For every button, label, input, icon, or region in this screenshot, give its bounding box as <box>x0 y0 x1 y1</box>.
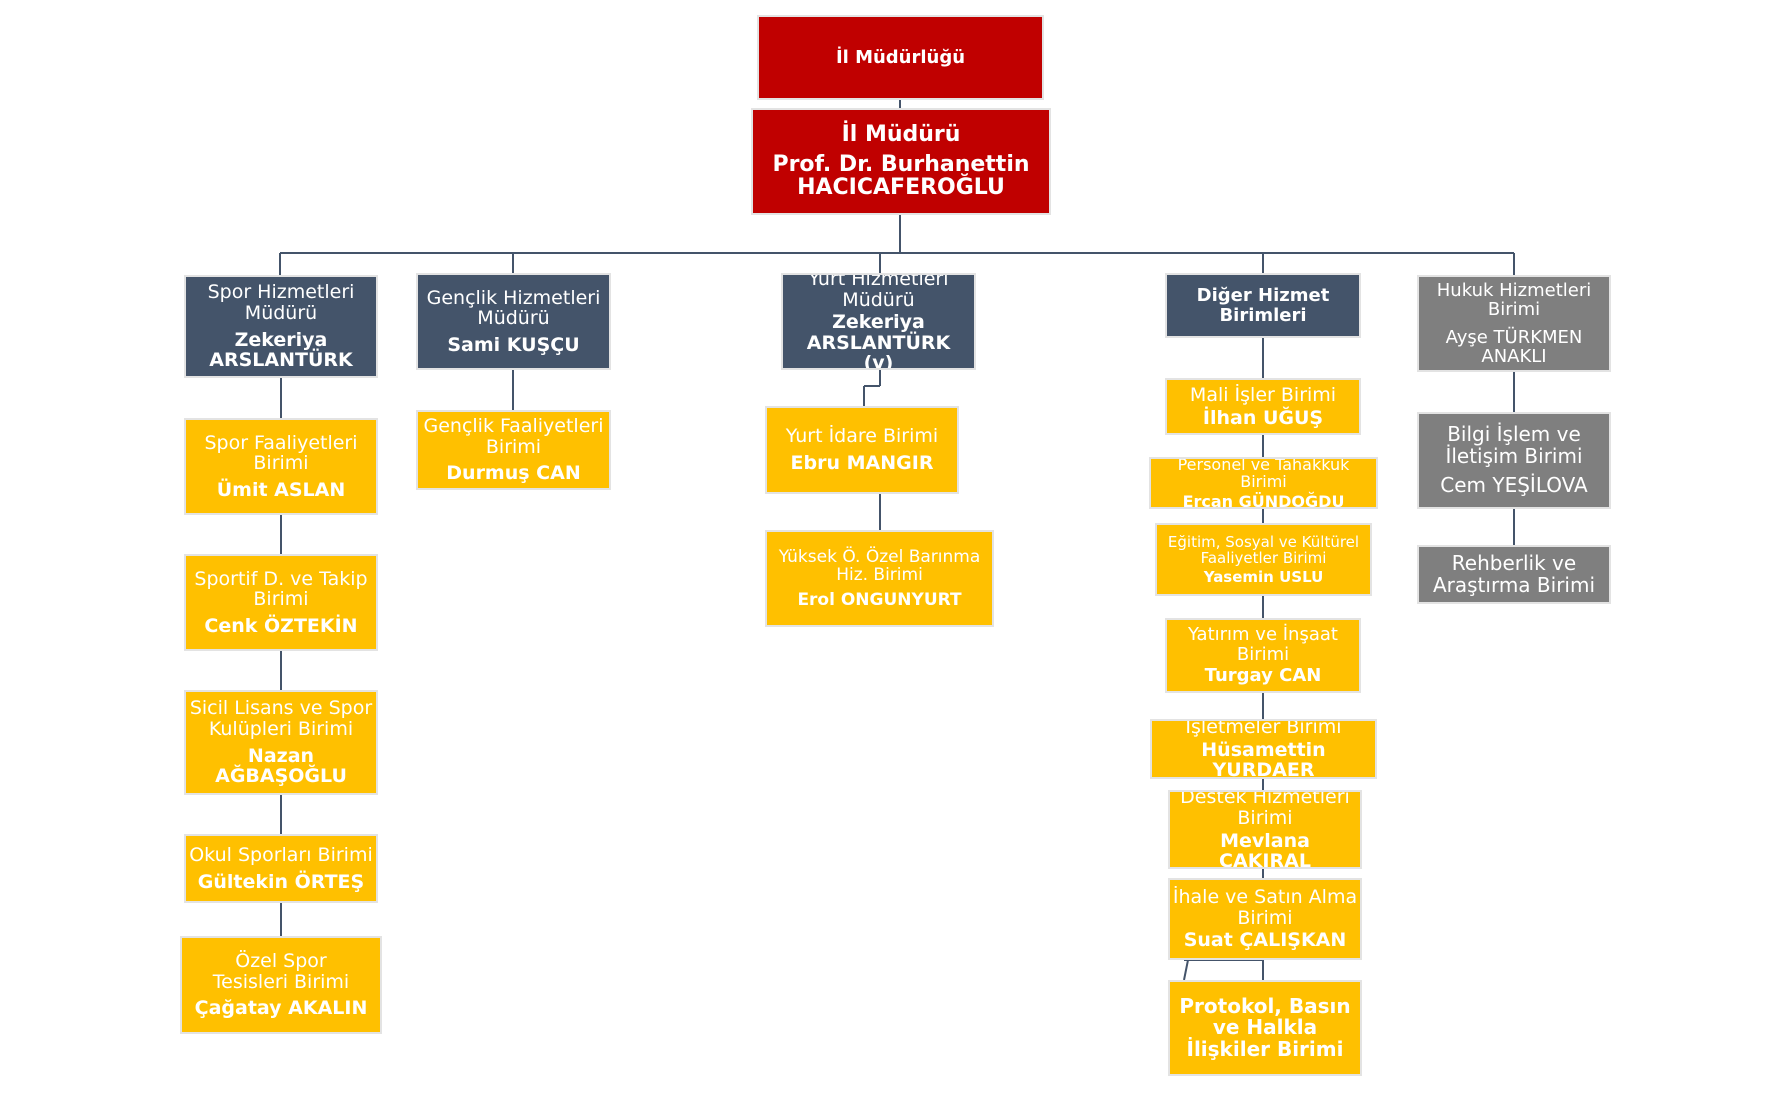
hukuk-head-title: Hukuk Hizmetleri Birimi <box>1436 279 1592 321</box>
top-office-box: İl Müdürlüğü <box>757 15 1044 100</box>
unit-name: Gültekin ÖRTEŞ <box>197 870 365 893</box>
director-box: İl Müdürü Prof. Dr. Burhanettin HACICAFE… <box>751 108 1051 215</box>
unit-name: Çağatay AKALIN <box>194 997 368 1020</box>
genclik-head-title: Gençlik Hizmetleri Müdürü <box>426 286 601 330</box>
unit-title: Sicil Lisans ve Spor Kulüpleri Birimi <box>189 697 373 740</box>
unit-title: Okul Sporları Birimi <box>189 843 373 866</box>
unit-name: Yasemin USLU <box>1203 567 1324 586</box>
director-title: İl Müdürü <box>841 121 961 147</box>
unit-name: Ümit ASLAN <box>216 478 346 501</box>
unit-box: Eğitim, Sosyal ve Kültürel Faaliyetler B… <box>1155 523 1372 596</box>
unit-title: Özel Spor Tesisleri Birimi <box>212 950 350 993</box>
unit-box: Yüksek Ö. Özel Barınma Hiz. Birimi Erol … <box>765 530 994 627</box>
unit-box: Sicil Lisans ve Spor Kulüpleri Birimi Na… <box>184 690 378 795</box>
unit-box: Yatırım ve İnşaat Birimi Turgay CAN <box>1165 618 1361 693</box>
unit-box: Yurt İdare Birimi Ebru MANGIR <box>765 406 959 494</box>
unit-title: Protokol, Basın ve Halkla İlişkiler Biri… <box>1179 993 1351 1061</box>
genclik-head-box: Gençlik Hizmetleri Müdürü Sami KUŞÇU <box>416 273 611 370</box>
unit-name: Cenk ÖZTEKİN <box>204 614 358 637</box>
spor-head-title: Spor Hizmetleri Müdürü <box>207 281 355 324</box>
unit-box: Destek Hizmetleri Birimi Mevlana ÇAKIRAL <box>1168 790 1362 869</box>
unit-box: Mali İşler Birimi İlhan UĞUŞ <box>1165 378 1361 435</box>
unit-title: İşletmeler Birimi <box>1185 719 1342 739</box>
unit-title: Gençlik Faaliyetleri Birimi <box>423 415 604 458</box>
unit-box: İhale ve Satın Alma Birimi Suat ÇALIŞKAN <box>1168 878 1362 960</box>
diger-head-title: Diğer Hizmet Birimleri <box>1196 285 1330 326</box>
unit-title: Bilgi İşlem ve İletişim Birimi <box>1445 422 1583 468</box>
yurt-head-box: Yurt Hizmetleri Müdürü Zekeriya ARSLANTÜ… <box>781 273 976 370</box>
unit-title: Eğitim, Sosyal ve Kültürel Faaliyetler B… <box>1167 533 1360 568</box>
unit-name: Cem YEŞİLOVA <box>1440 473 1588 498</box>
unit-title: Yüksek Ö. Özel Barınma Hiz. Birimi <box>778 546 981 586</box>
unit-name: Mevlana ÇAKIRAL <box>1219 829 1311 869</box>
unit-box: Okul Sporları Birimi Gültekin ÖRTEŞ <box>184 834 378 903</box>
unit-box: Sportif D. ve Takip Birimi Cenk ÖZTEKİN <box>184 554 378 651</box>
unit-title: Sportif D. ve Takip Birimi <box>194 567 368 611</box>
unit-title: Yurt İdare Birimi <box>785 425 939 448</box>
unit-title: Destek Hizmetleri Birimi <box>1180 790 1350 829</box>
unit-box: Protokol, Basın ve Halkla İlişkiler Biri… <box>1168 980 1362 1076</box>
unit-box: Spor Faaliyetleri Birimi Ümit ASLAN <box>184 418 378 515</box>
unit-name: Hüsamettin YURDAER <box>1201 738 1326 779</box>
spor-head-name: Zekeriya ARSLANTÜRK <box>209 328 353 372</box>
unit-box: Personel ve Tahakkuk Birimi Ercan GÜNDOĞ… <box>1149 457 1378 509</box>
unit-name: Ercan GÜNDOĞDU <box>1182 491 1345 509</box>
yurt-head-name: Zekeriya ARSLANTÜRK (v) <box>806 311 951 370</box>
top-office-title: İl Müdürlüğü <box>835 47 966 68</box>
unit-name: Nazan AĞBAŞOĞLU <box>215 744 347 788</box>
unit-box: İşletmeler Birimi Hüsamettin YURDAER <box>1150 719 1377 779</box>
unit-box: Gençlik Faaliyetleri Birimi Durmuş CAN <box>416 410 611 490</box>
hukuk-head-name: Ayşe TÜRKMEN ANAKLI <box>1445 326 1583 367</box>
unit-title: İhale ve Satın Alma Birimi <box>1172 886 1358 929</box>
unit-title: Rehberlik ve Araştırma Birimi <box>1432 550 1596 597</box>
unit-title: Yatırım ve İnşaat Birimi <box>1188 624 1338 665</box>
unit-title: Personel ve Tahakkuk Birimi <box>1177 457 1350 492</box>
hukuk-head-box: Hukuk Hizmetleri Birimi Ayşe TÜRKMEN ANA… <box>1417 275 1611 372</box>
director-name: Prof. Dr. Burhanettin HACICAFEROĞLU <box>772 151 1030 201</box>
unit-name: Ebru MANGIR <box>790 452 934 474</box>
unit-name: Durmuş CAN <box>446 462 581 485</box>
unit-name: Turgay CAN <box>1204 665 1322 687</box>
genclik-head-name: Sami KUŞÇU <box>447 333 580 356</box>
unit-title: Mali İşler Birimi <box>1189 383 1337 406</box>
spor-head-box: Spor Hizmetleri Müdürü Zekeriya ARSLANTÜ… <box>184 275 378 378</box>
yurt-head-title: Yurt Hizmetleri Müdürü <box>808 273 949 311</box>
unit-box: Rehberlik ve Araştırma Birimi <box>1417 545 1611 604</box>
unit-name: Erol ONGUNYURT <box>797 589 962 610</box>
unit-box: Bilgi İşlem ve İletişim Birimi Cem YEŞİL… <box>1417 412 1611 509</box>
unit-title: Spor Faaliyetleri Birimi <box>204 431 358 475</box>
unit-name: Suat ÇALIŞKAN <box>1183 929 1347 952</box>
unit-box: Özel Spor Tesisleri Birimi Çağatay AKALI… <box>180 936 382 1034</box>
unit-name: İlhan UĞUŞ <box>1202 406 1324 429</box>
diger-head-box: Diğer Hizmet Birimleri <box>1165 273 1361 338</box>
